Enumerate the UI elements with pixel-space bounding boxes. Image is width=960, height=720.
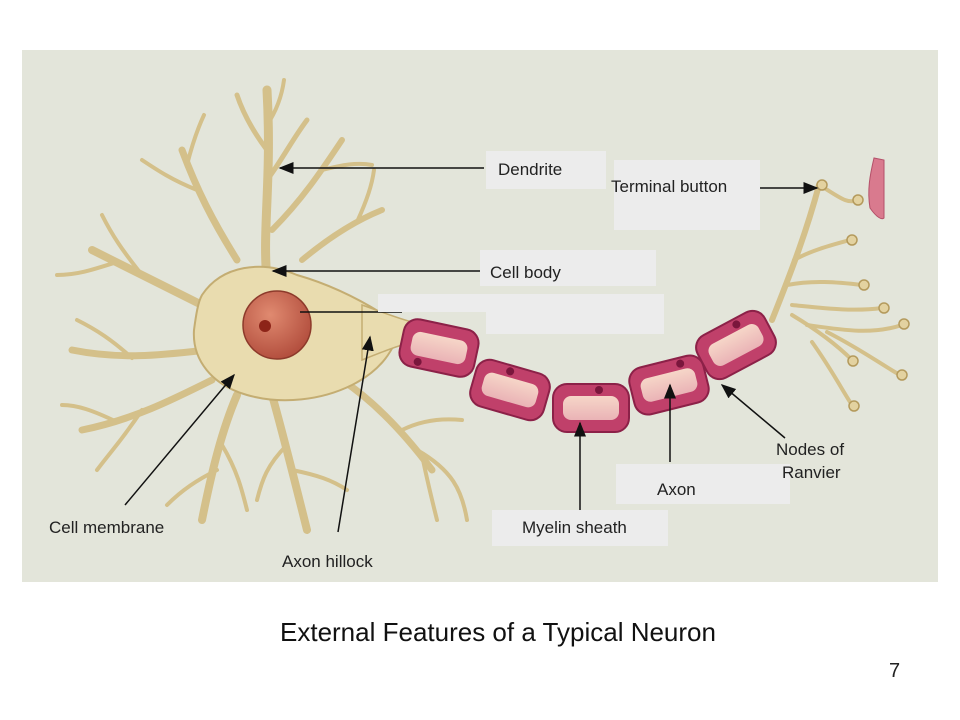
- dendrite-label-box: Dendrite: [486, 151, 606, 189]
- cell-body-label-box: Cell body: [480, 250, 656, 286]
- axon-label-box: Axon: [616, 464, 790, 504]
- terminal-button-label-box: Terminal button: [611, 160, 760, 230]
- diagram-panel: [22, 50, 938, 582]
- cell-body-label: Cell body: [490, 263, 561, 282]
- neuron-illustration: [55, 78, 910, 534]
- leader-lines: [124, 162, 819, 533]
- dendrite-label: Dendrite: [498, 160, 563, 179]
- axon-label: Axon: [657, 480, 696, 499]
- terminal-buttons: [816, 179, 910, 412]
- postsynaptic-target: [868, 157, 885, 220]
- axon-hillock-arrow: [337, 335, 374, 533]
- myelin-sheath: [398, 309, 777, 433]
- cell-membrane-arrow: [124, 373, 235, 506]
- cell-membrane-label: Cell membrane: [49, 518, 165, 537]
- nodes-of-ranvier-arrow: [720, 384, 786, 439]
- nucleus: [242, 290, 312, 360]
- nodes-of-ranvier-label-line2: Ranvier: [782, 463, 841, 482]
- terminal-button-label: Terminal button: [611, 177, 728, 196]
- blank-label-box: [486, 294, 664, 334]
- axon-hillock-label: Axon hillock: [282, 552, 373, 571]
- myelin-sheath-label-box: Myelin sheath: [492, 510, 668, 546]
- myelin-sheath-label: Myelin sheath: [522, 518, 627, 537]
- page-number: 7: [889, 660, 901, 682]
- figure-caption: External Features of a Typical Neuron: [280, 617, 716, 647]
- nucleus-mask-box: [378, 294, 488, 312]
- nodes-of-ranvier-label-line1: Nodes of: [776, 440, 845, 459]
